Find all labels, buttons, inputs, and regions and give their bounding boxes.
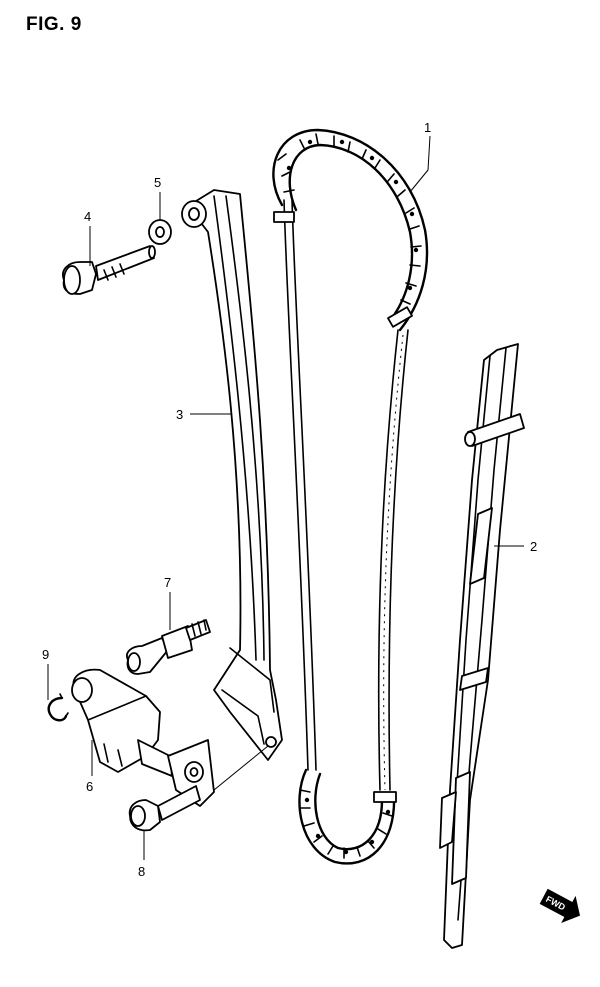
chain-tensioner-adjuster xyxy=(71,668,215,807)
forward-arrow-icon: FWD xyxy=(539,888,581,924)
callout-4: 4 xyxy=(84,209,91,224)
chain-tensioner-arm xyxy=(181,189,283,761)
callout-6: 6 xyxy=(86,779,93,794)
callout-7: 7 xyxy=(164,575,171,590)
callout-2: 2 xyxy=(530,539,537,554)
callout-leaders xyxy=(47,135,524,860)
callout-1: 1 xyxy=(424,120,431,135)
tensioner-pivot-bolt xyxy=(62,245,156,295)
cam-chain-guide xyxy=(439,343,525,949)
cam-chain xyxy=(272,128,429,865)
adjuster-mount-bolt xyxy=(128,785,201,832)
chain-links-top xyxy=(273,133,422,328)
tensioner-stud xyxy=(126,619,211,675)
callout-8: 8 xyxy=(138,864,145,879)
chain-links-bottom xyxy=(299,789,397,859)
washer xyxy=(148,219,172,245)
circlip xyxy=(47,693,69,722)
callout-3: 3 xyxy=(176,407,183,422)
figure-title: FIG. 9 xyxy=(26,14,82,35)
callout-9: 9 xyxy=(42,647,49,662)
callout-5: 5 xyxy=(154,175,161,190)
